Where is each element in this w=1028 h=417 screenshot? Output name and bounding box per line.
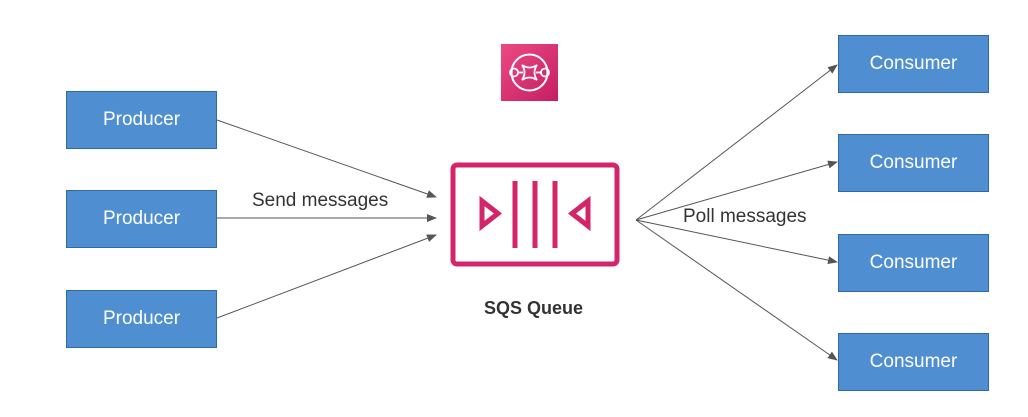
consumer-node-1: Consumer — [838, 35, 989, 93]
producer-label: Producer — [102, 208, 181, 229]
producer-node-2: Producer — [66, 190, 217, 248]
producer-label: Producer — [102, 109, 181, 130]
send-messages-label: Send messages — [252, 190, 389, 211]
producer-label: Producer — [102, 308, 181, 329]
producer-node-1: Producer — [66, 91, 217, 149]
consumer-node-4: Consumer — [838, 333, 989, 391]
send-arrow-1 — [216, 119, 437, 198]
consumer-label: Consumer — [869, 351, 958, 372]
consumer-label: Consumer — [869, 53, 958, 74]
poll-arrow-3 — [635, 219, 838, 265]
producer-node-3: Producer — [66, 290, 217, 348]
poll-arrow-4 — [635, 219, 838, 361]
consumer-node-2: Consumer — [838, 134, 989, 192]
sqs-service-icon — [501, 44, 558, 101]
consumer-label: Consumer — [869, 152, 958, 173]
poll-arrow-1 — [635, 64, 838, 221]
poll-arrow-2 — [635, 160, 838, 221]
send-arrow-3 — [216, 234, 437, 319]
poll-messages-label: Poll messages — [683, 206, 807, 227]
sqs-queue-icon — [450, 162, 620, 267]
consumer-label: Consumer — [869, 252, 958, 273]
queue-label: SQS Queue — [484, 298, 584, 318]
consumer-node-3: Consumer — [838, 234, 989, 292]
